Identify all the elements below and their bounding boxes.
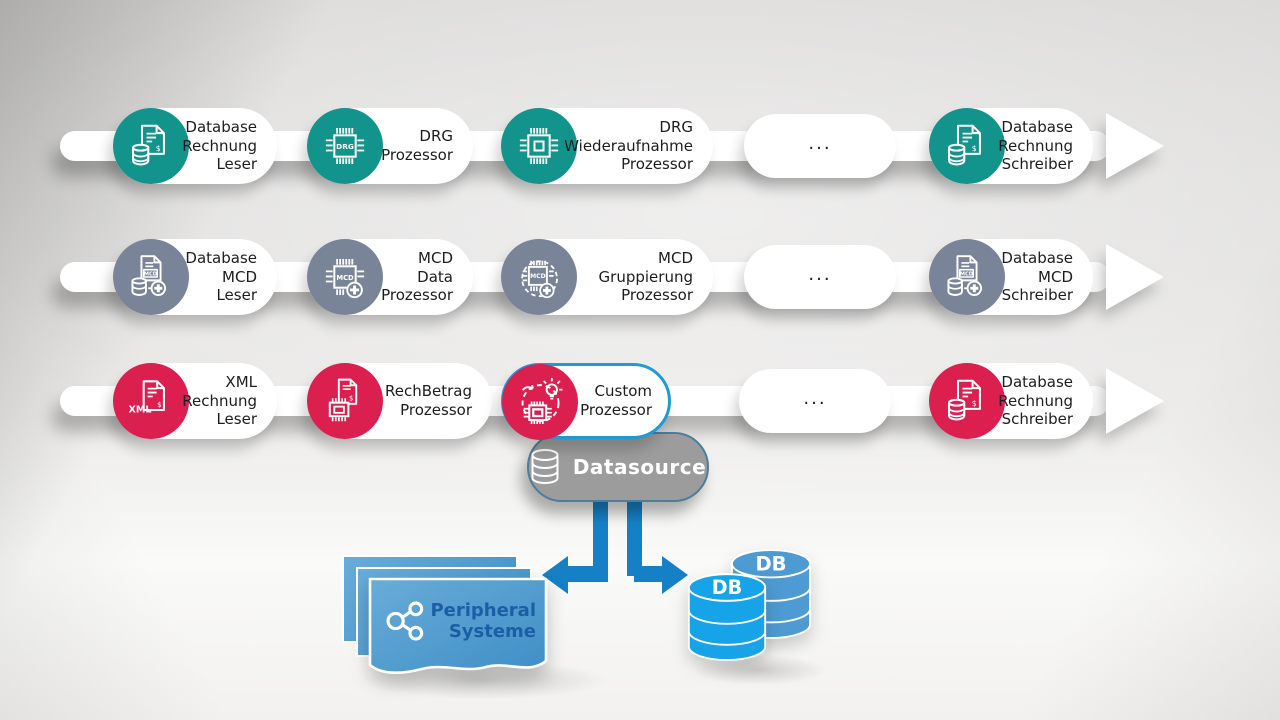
node-mcd-data-prozessor: MCD Data Prozessor (307, 239, 473, 315)
arrow-right-icon (1106, 368, 1164, 434)
arrow-arm (566, 566, 608, 582)
node-database-mcd-schreiber: Database MCD Schreiber (929, 239, 1093, 315)
arrow-right-icon (1106, 113, 1164, 179)
document-mcd-database-plus-icon (929, 239, 1005, 315)
document-database-dollar-icon (929, 108, 1005, 184)
node-label: Database Rechnung Schreiber (998, 117, 1073, 174)
node-label: Database Rechnung Schreiber (998, 372, 1073, 429)
node-label: MCD Data Prozessor (381, 248, 453, 305)
peripheral-systeme-label: Peripheral Systeme (430, 599, 536, 642)
node-label: Database MCD Schreiber (1001, 248, 1073, 305)
node-drg-prozessor: DRG Prozessor (307, 108, 473, 184)
ellipsis-label: ... (803, 387, 827, 409)
node-database-rechnung-leser: Database Rechnung Leser (113, 108, 277, 184)
node-database-rechnung-schreiber: Database Rechnung Schreiber (929, 108, 1093, 184)
database-cylinder-icon (530, 448, 560, 486)
ellipsis-label: ... (808, 132, 832, 154)
node-custom-prozessor: Custom Prozessor (501, 363, 671, 440)
node-xml-rechnung-leser: XML Rechnung Leser (113, 363, 277, 439)
document-chip-dollar-icon (307, 363, 383, 439)
chip-drg-icon (307, 108, 383, 184)
node-label: Database MCD Leser (185, 248, 257, 305)
xml-document-dollar-icon (113, 363, 189, 439)
ellipsis-node: ... (739, 369, 891, 433)
chip-mcd-plus-icon (307, 239, 383, 315)
arrow-right-icon (662, 556, 688, 594)
node-label: MCD Gruppierung Prozessor (598, 248, 693, 305)
node-database-mcd-leser: Database MCD Leser (113, 239, 277, 315)
arrow-arm (634, 566, 664, 582)
node-mcd-gruppierung-prozessor: MCD Gruppierung Prozessor (501, 239, 713, 315)
document-mcd-database-plus-icon (113, 239, 189, 315)
ellipsis-label: ... (808, 263, 832, 285)
node-database-rechnung-schreiber: Database Rechnung Schreiber (929, 363, 1093, 439)
document-database-dollar-icon (929, 363, 1005, 439)
ellipsis-node: ... (744, 245, 896, 309)
db-label: DB (755, 553, 786, 576)
ellipsis-node: ... (744, 114, 896, 178)
datasource-node: Datasource (527, 432, 709, 502)
chip-icon (501, 108, 577, 184)
arrow-stem (627, 500, 642, 576)
node-label: Database Rechnung Leser (182, 117, 257, 174)
arrow-stem (593, 500, 608, 576)
share-network-icon (382, 595, 430, 647)
node-label: Custom Prozessor (580, 382, 652, 419)
arrow-right-icon (1106, 244, 1164, 310)
card-front: Peripheral Systeme (368, 577, 548, 681)
node-drg-wiederaufnahme-prozessor: DRG Wiederaufnahme Prozessor (501, 108, 713, 184)
node-label: DRG Prozessor (381, 127, 453, 164)
datasource-label: Datasource (572, 455, 707, 479)
node-rechbetrag-prozessor: RechBetrag Prozessor (307, 363, 492, 439)
node-label: RechBetrag Prozessor (384, 382, 472, 419)
custom-chip-bulb-icon (502, 364, 578, 440)
db-label: DB (712, 576, 742, 599)
db-cylinder-front: DB (685, 571, 769, 671)
chip-mcd-dashed-circle-icon (501, 239, 577, 315)
node-label: DRG Wiederaufnahme Prozessor (564, 117, 693, 174)
node-label: XML Rechnung Leser (182, 372, 257, 429)
document-database-dollar-icon (113, 108, 189, 184)
